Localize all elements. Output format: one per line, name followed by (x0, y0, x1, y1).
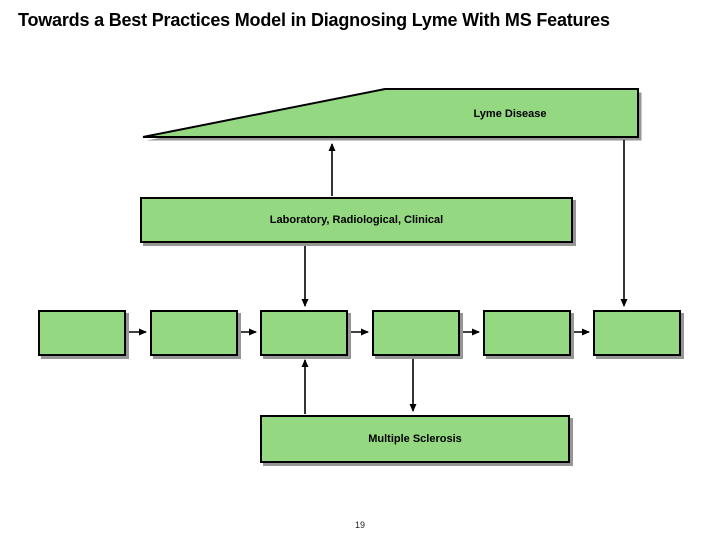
criteria-box: Laboratory, Radiological, Clinical (140, 197, 573, 243)
multiple-sclerosis-label: Multiple Sclerosis (368, 433, 462, 445)
flow-step-box-4 (372, 310, 460, 356)
lyme-wedge-shape (142, 88, 639, 138)
lyme-disease-label: Lyme Disease (473, 108, 547, 120)
slide-title: Towards a Best Practices Model in Diagno… (18, 10, 610, 30)
criteria-label: Laboratory, Radiological, Clinical (269, 214, 444, 226)
flow-step-box-2 (150, 310, 238, 356)
flow-step-box-1 (38, 310, 126, 356)
page-number: 19 (354, 520, 365, 530)
flow-step-box-3 (260, 310, 348, 356)
multiple-sclerosis-box: Multiple Sclerosis (260, 415, 570, 463)
flow-step-box-5 (483, 310, 571, 356)
flow-step-box-6 (593, 310, 681, 356)
